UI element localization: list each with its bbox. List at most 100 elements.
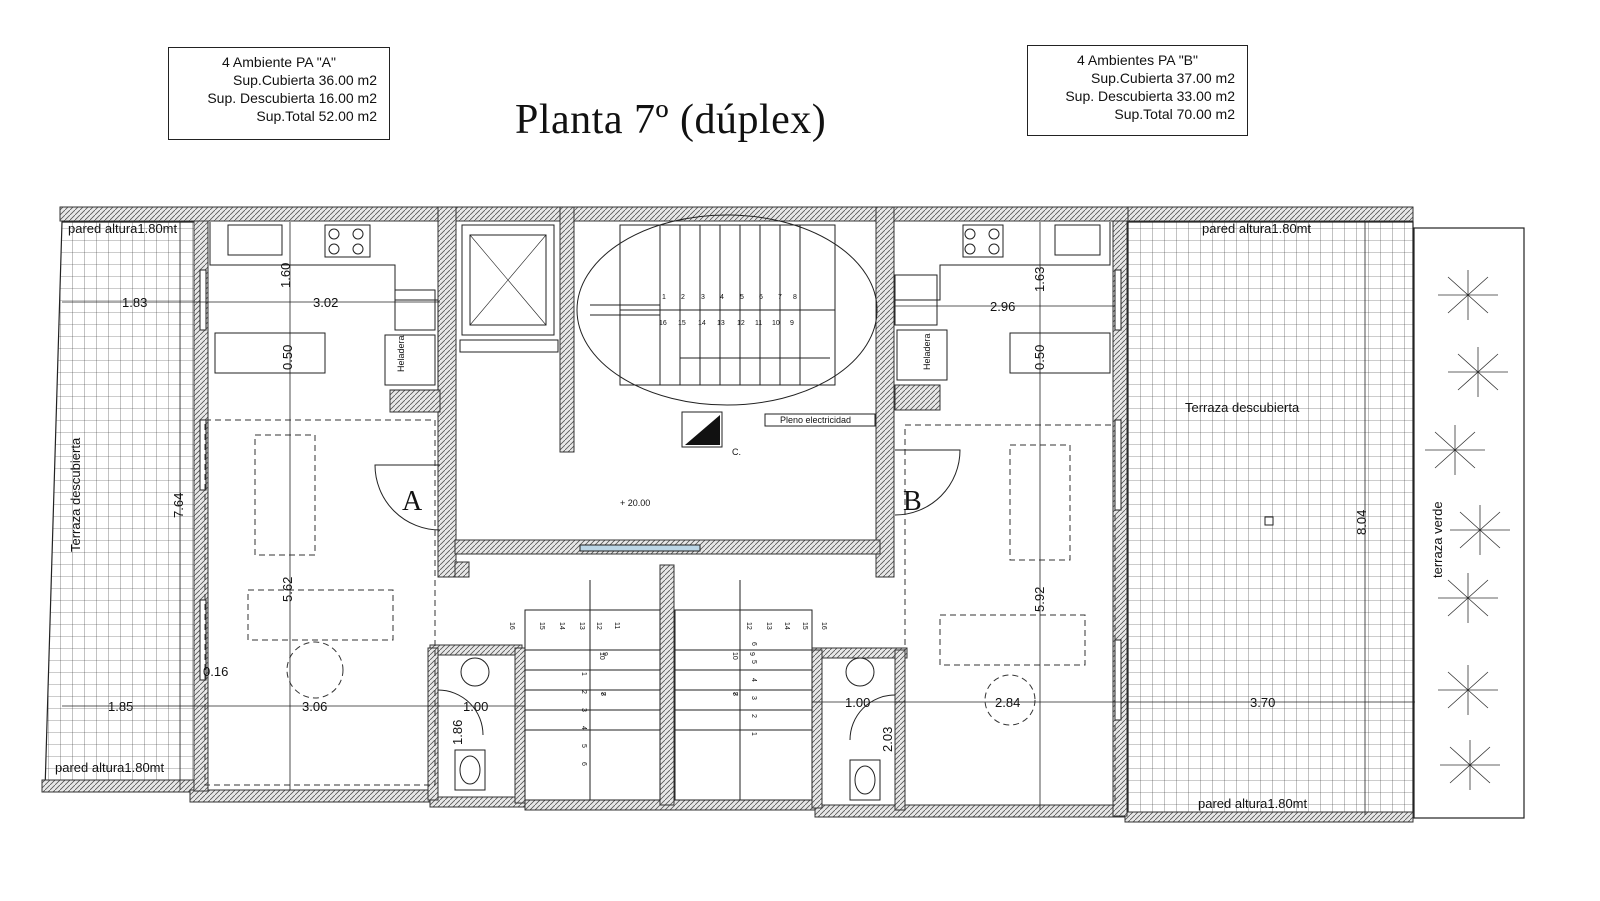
stair-step-number: 13 [765,622,772,630]
stair-step-number: 2 [580,690,587,694]
meter-label: C. [732,447,741,457]
stair-step-number: 15 [538,622,545,630]
wall-height-label-b-bottom: pared altura1.80mt [1198,796,1308,811]
kitchen-b [894,222,1111,381]
dim-a-terrace-h: 7.64 [171,493,186,518]
fridge-b-label: Heladera [922,333,932,370]
stair-step-number: 7 [599,692,606,696]
stair-step-number: 6 [580,0,584,2]
stair-step-number: 4 [720,294,724,301]
dimension-lines [62,222,1415,815]
stair-step-number: 8 [793,294,797,301]
dim-b-kitchen-h: 1.63 [1032,267,1047,292]
stair-step-number: 7 [731,692,738,696]
stair-step-number: 6 [759,294,763,301]
stair-step-number: 2 [681,294,685,301]
stair-step-number: 6 [580,762,587,766]
dim-b-kitchen-w: 2.96 [990,299,1015,314]
unit-letter-a: A [402,486,423,517]
stair-step-number: 14 [558,622,565,630]
stair-step-number: 16 [508,622,515,630]
plan-title: Planta 7º (dúplex) [515,97,827,143]
kitchen-a [209,222,439,391]
elevator [459,224,559,353]
stair-step-number: 5 [580,744,587,748]
stair-step-number: 10 [731,652,738,660]
stair-step-number: 8 [731,692,738,696]
stair-step-number: 3 [580,0,584,2]
dim-a-bottom-left: 1.85 [108,699,133,714]
wall-height-label-b-top: pared altura1.80mt [1202,221,1312,236]
terrace-b-label: Terraza descubierta [1185,400,1300,415]
dim-a-bottom-w: 3.06 [302,699,327,714]
stair-step-number: 2 [750,714,757,718]
stair-step-number: 9 [748,652,755,656]
stair-step-number: 11 [755,320,762,327]
dim-a-offset: 0.16 [203,664,228,679]
stair-step-number: 9 [790,320,794,327]
stair-step-number: 1 [580,672,587,676]
unit-b-uncovered-area: Sup. Descubierta 33.00 m2 [1065,88,1235,104]
dim-a-bath-h: 1.86 [450,720,465,745]
unit-b-name: 4 Ambientes PA "B" [1077,52,1198,68]
shaft-label: Pleno electricidad [780,415,851,425]
level-label: + 20.00 [620,498,650,508]
stair-step-number: 4 [580,0,584,2]
stair-step-number: 11 [613,622,620,629]
dim-b-bottom-w: 2.84 [995,695,1020,710]
bathroom-b [845,657,881,801]
dim-b-bath-w: 1.00 [845,695,870,710]
stair-step-number: 2 [580,0,584,2]
stair-step-number: 1 [662,294,666,301]
dim-a-bath-w: 1.00 [463,699,488,714]
stair-step-number: 3 [701,294,705,301]
stair-step-number: 15 [678,320,686,327]
unit-b-covered-area: Sup.Cubierta 37.00 m2 [1091,70,1235,86]
dim-b-bath-h: 2.03 [880,727,895,752]
dim-a-kitchen-h: 1.60 [278,263,293,288]
stair-step-number: 16 [659,320,667,327]
dim-b-living-h: 5.92 [1032,587,1047,612]
stair-step-number: 12 [745,622,752,630]
electric-shaft [764,413,876,427]
unit-letter-b: B [903,486,922,517]
stair-step-number: 3 [750,696,757,700]
stair-step-number: 10 [772,320,780,327]
stair-step-number: 5 [750,660,757,664]
wall-height-label-a-bottom: pared altura1.80mt [55,760,165,775]
dim-a-living-h: 5.62 [280,577,295,602]
stair-step-number: 13 [578,622,585,630]
stair-step-number: 13 [717,320,725,327]
stair-step-number: 3 [580,708,587,712]
windows [199,269,1122,721]
terrace-a-label: Terraza descubierta [68,437,83,552]
stair-step-number: 15 [801,622,808,630]
lower-stairs [524,580,813,801]
dim-a-kitchen-w: 3.02 [313,295,338,310]
unit-a-covered-area: Sup.Cubierta 36.00 m2 [233,72,377,88]
stair-step-number: 14 [783,622,790,630]
bathroom-a [454,657,490,791]
stair-step-number: 7 [778,294,782,301]
unit-b-area-box: 4 Ambientes PA "B" Sup.Cubierta 37.00 m2… [1027,45,1248,136]
plants [1425,270,1510,790]
unit-b-total-area: Sup.Total 70.00 m2 [1114,106,1235,122]
green-terrace [1413,227,1525,819]
shaft-marker [685,415,720,445]
stair-step-number: 12 [737,320,745,327]
stair-step-number: 8 [599,692,606,696]
stair-step-number: 14 [698,320,706,327]
dim-b-terrace-h: 8.04 [1354,510,1369,535]
stair-step-number: 5 [580,0,584,2]
stair-step-number: 4 [750,678,757,682]
unit-a-total-area: Sup.Total 52.00 m2 [256,108,377,124]
green-terrace-label: terraza verde [1430,501,1445,578]
stair-step-number: 12 [595,622,602,630]
stair-step-number: 1 [580,0,584,2]
stair-step-number: 10 [598,652,605,660]
dim-a-top-left: 1.83 [122,295,147,310]
stair-step-number: 9 [601,652,608,656]
stair-step-number: 1 [750,732,757,736]
fridge-a-label: Heladera [396,335,406,372]
